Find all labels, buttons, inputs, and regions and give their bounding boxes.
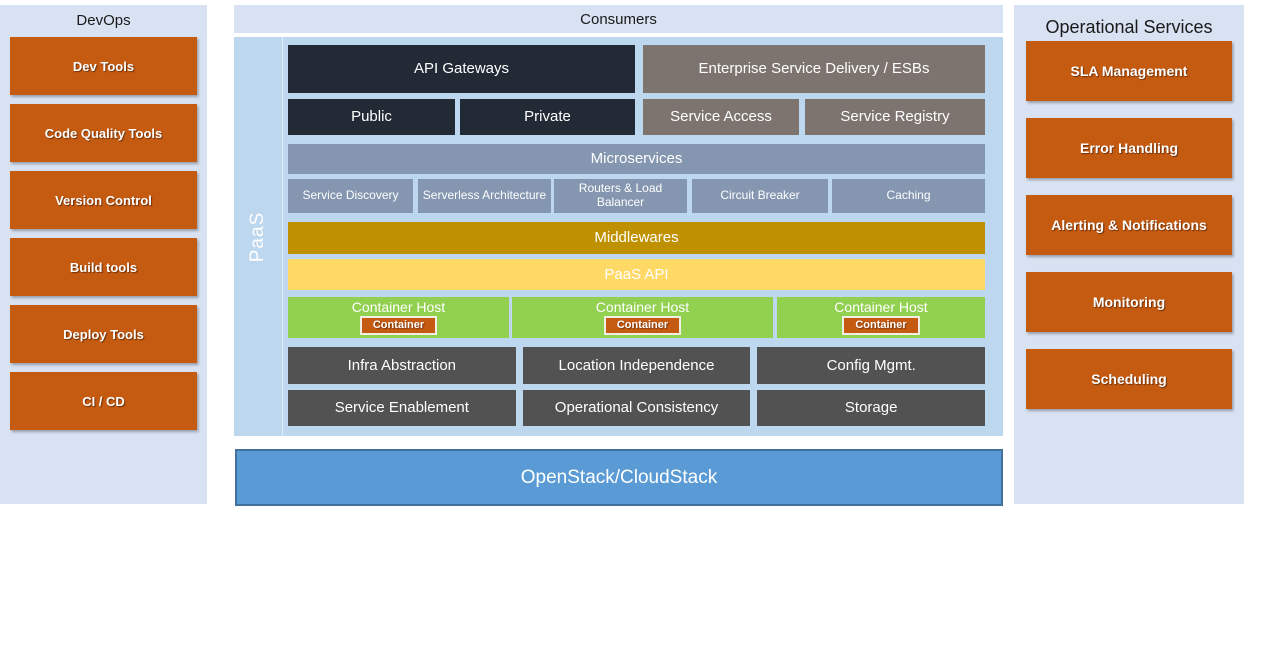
paas-content: API Gateways Enterprise Service Delivery… xyxy=(288,37,986,436)
container-host-box: Container Host Container xyxy=(512,297,773,338)
service-registry-box: Service Registry xyxy=(805,99,985,135)
container-chip: Container xyxy=(842,316,920,336)
devops-panel-boxes: Dev Tools Code Quality Tools Version Con… xyxy=(0,33,207,430)
container-host-title: Container Host xyxy=(351,299,446,315)
paas-strip: PaaS xyxy=(234,37,283,436)
routers-load-balancer-box: Routers & Load Balancer xyxy=(554,179,687,213)
consumers-bar: Consumers xyxy=(234,5,1003,33)
serverless-architecture-box: Serverless Architecture xyxy=(418,179,551,213)
location-independence-box: Location Independence xyxy=(522,347,751,384)
operational-services-title: Operational Services xyxy=(1045,17,1213,37)
infra-abstraction-box: Infra Abstraction xyxy=(288,347,516,384)
operational-services-boxes: SLA Management Error Handling Alerting &… xyxy=(1014,41,1244,409)
openstack-cloudstack-bar: OpenStack/CloudStack xyxy=(235,449,1003,506)
microservices-row: Microservices xyxy=(288,144,985,174)
paas-api-row: PaaS API xyxy=(288,259,985,290)
private-gateway-box: Private xyxy=(460,99,635,135)
service-discovery-box: Service Discovery xyxy=(288,179,413,213)
container-host-title: Container Host xyxy=(834,299,928,315)
container-chip: Container xyxy=(603,316,682,336)
paas-api-box: PaaS API xyxy=(288,259,985,290)
platform-capabilities-row-2: Service Enablement Operational Consisten… xyxy=(288,390,986,426)
microservices-sub-row: Service Discovery Serverless Architectur… xyxy=(288,179,985,213)
devops-item-build-tools: Build tools xyxy=(10,238,197,296)
devops-panel: DevOps Dev Tools Code Quality Tools Vers… xyxy=(0,5,207,504)
operational-services-panel: Operational Services SLA Management Erro… xyxy=(1014,5,1244,504)
devops-item-dev-tools: Dev Tools xyxy=(10,37,197,95)
container-hosts-row: Container Host Container Container Host … xyxy=(288,297,985,338)
devops-item-deploy-tools: Deploy Tools xyxy=(10,305,197,363)
api-gateways-box: API Gateways xyxy=(288,45,635,93)
circuit-breaker-box: Circuit Breaker xyxy=(692,179,828,213)
operational-item-error-handling: Error Handling xyxy=(1026,118,1232,178)
config-mgmt-box: Config Mgmt. xyxy=(757,347,986,384)
devops-item-code-quality-tools: Code Quality Tools xyxy=(10,104,197,162)
container-chip: Container xyxy=(359,316,438,336)
consumers-label: Consumers xyxy=(580,10,657,28)
gateway-esb-sub-row: Public Private Service Access Service Re… xyxy=(288,99,985,135)
public-gateway-box: Public xyxy=(288,99,455,135)
container-host-box: Container Host Container xyxy=(777,297,985,338)
operational-item-sla-management: SLA Management xyxy=(1026,41,1232,101)
paas-panel: PaaS API Gateways Enterprise Service Del… xyxy=(234,37,1003,436)
devops-panel-title: DevOps xyxy=(76,12,131,29)
esb-box: Enterprise Service Delivery / ESBs xyxy=(643,45,985,93)
devops-item-version-control: Version Control xyxy=(10,171,197,229)
gateway-esb-row: API Gateways Enterprise Service Delivery… xyxy=(288,45,985,93)
microservices-box: Microservices xyxy=(288,144,985,174)
operational-item-scheduling: Scheduling xyxy=(1026,349,1232,409)
caching-box: Caching xyxy=(832,179,985,213)
storage-box: Storage xyxy=(757,390,986,426)
operational-item-alerting-notifications: Alerting & Notifications xyxy=(1026,195,1232,255)
service-access-box: Service Access xyxy=(643,99,799,135)
devops-item-ci-cd: CI / CD xyxy=(10,372,197,430)
container-host-title: Container Host xyxy=(595,299,690,315)
platform-capabilities-row-1: Infra Abstraction Location Independence … xyxy=(288,347,986,384)
operational-item-monitoring: Monitoring xyxy=(1026,272,1232,332)
paas-vertical-label: PaaS xyxy=(247,211,268,262)
container-host-box: Container Host Container xyxy=(288,297,509,338)
operational-consistency-box: Operational Consistency xyxy=(522,390,751,426)
middlewares-box: Middlewares xyxy=(288,222,985,254)
service-enablement-box: Service Enablement xyxy=(288,390,516,426)
middlewares-row: Middlewares xyxy=(288,222,985,254)
